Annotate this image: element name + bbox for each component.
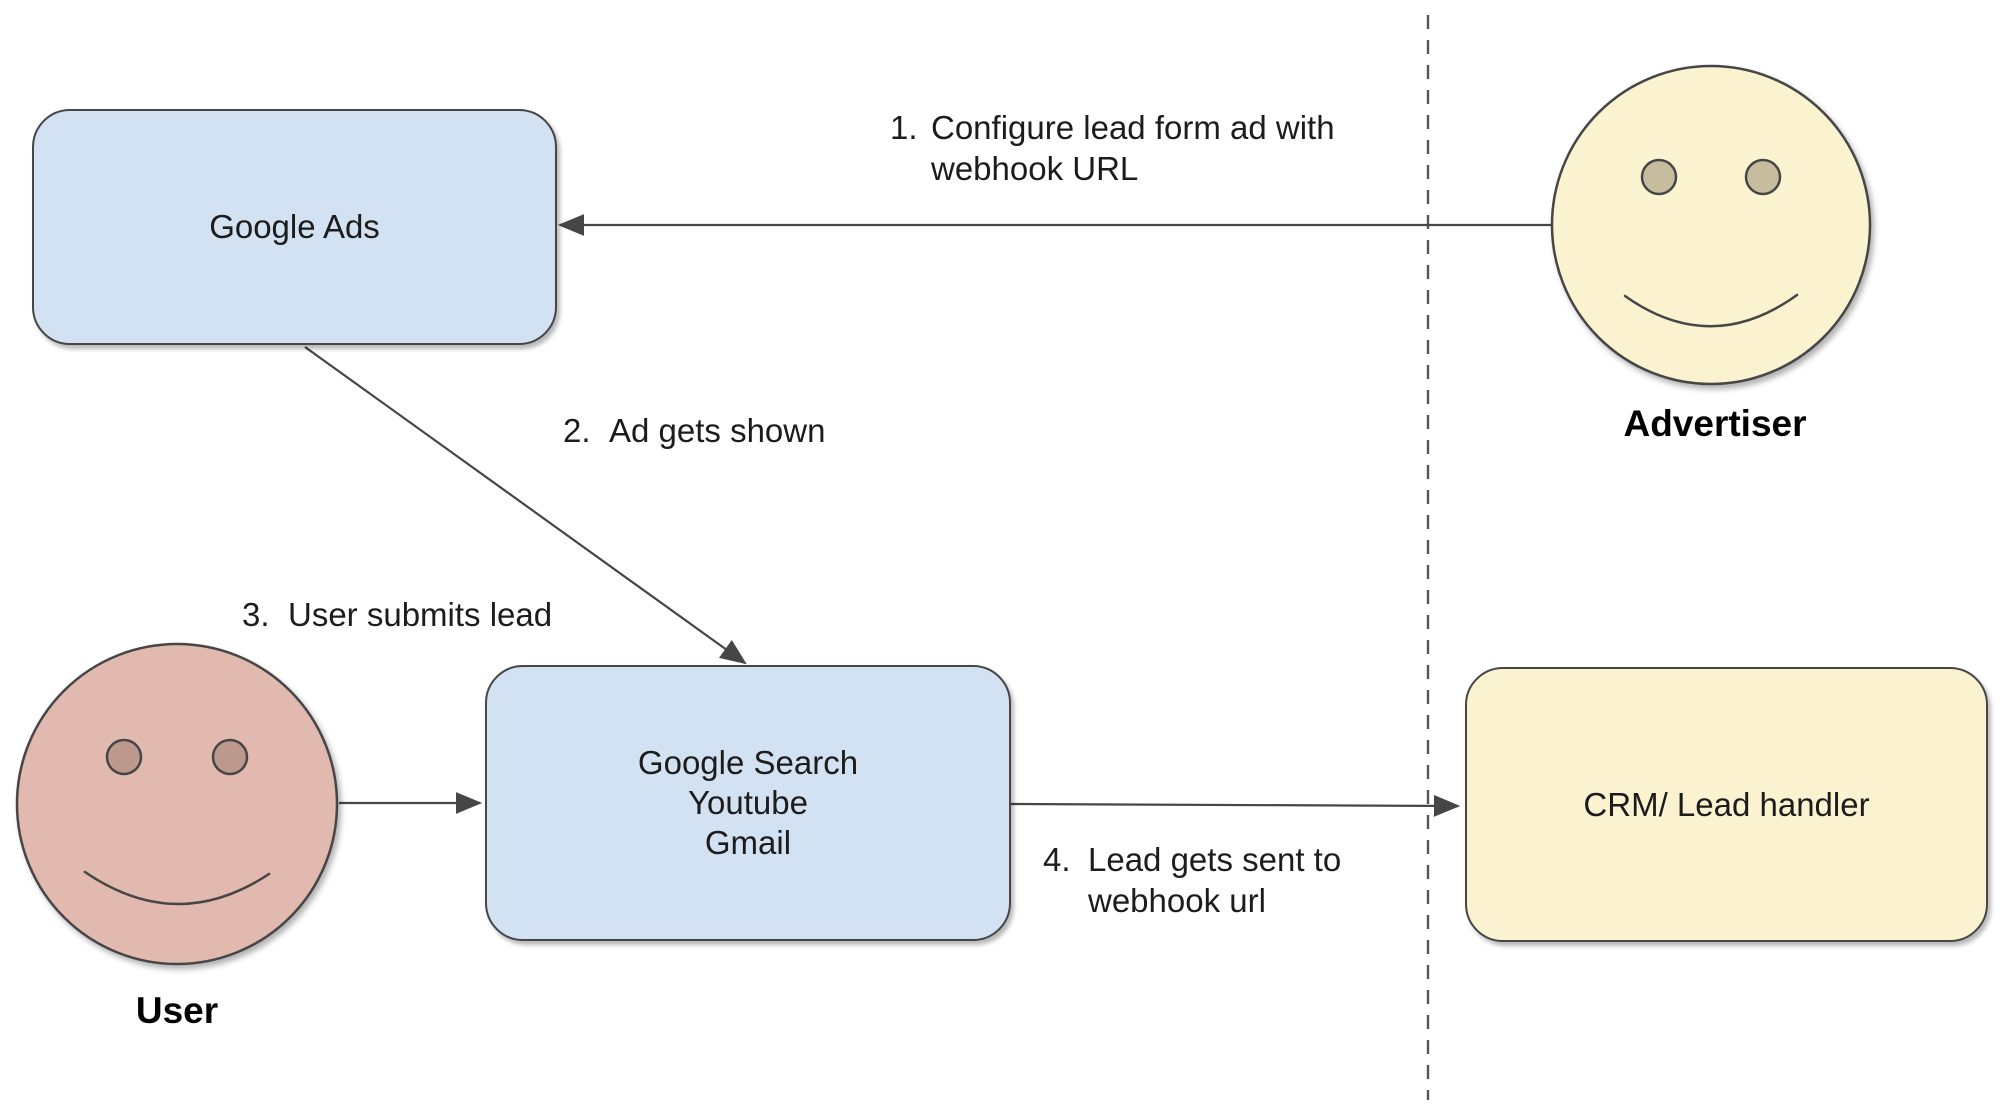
step1-number: 1. bbox=[890, 109, 918, 146]
step4-text-line1: Lead gets sent to bbox=[1088, 841, 1342, 878]
step4-text: Lead gets sent to webhook url bbox=[1088, 839, 1341, 921]
step3-label: 3. User submits lead bbox=[242, 594, 552, 635]
step2-label: 2. Ad gets shown bbox=[563, 410, 825, 451]
google-ads-box: Google Ads bbox=[32, 109, 557, 345]
step2-number: 2. bbox=[563, 412, 591, 449]
crm-box-label: CRM/ Lead handler bbox=[1583, 785, 1870, 823]
channels-line-gmail: Gmail bbox=[704, 824, 792, 861]
step1-label: 1. Configure lead form ad with webhook U… bbox=[890, 107, 1335, 189]
advertiser-left-eye bbox=[1640, 158, 1678, 196]
advertiser-label: Advertiser bbox=[1623, 403, 1807, 444]
step4-number: 4. bbox=[1043, 841, 1071, 878]
user-face bbox=[15, 642, 339, 966]
step1-text-line1: Configure lead form ad with bbox=[931, 109, 1335, 146]
step1-text-line2: webhook URL bbox=[931, 150, 1139, 187]
crm-box: CRM/ Lead handler bbox=[1465, 667, 1988, 942]
arrow-lead-sent-to-webhook bbox=[1010, 794, 1461, 817]
step4-text-line2: webhook url bbox=[1088, 882, 1266, 919]
channels-line-google-search: Google Search bbox=[637, 744, 859, 781]
user-label: User bbox=[135, 990, 219, 1031]
advertiser-face-circle bbox=[1550, 64, 1872, 386]
channels-box: Google Search Youtube Gmail bbox=[485, 665, 1011, 941]
step4-label: 4. Lead gets sent to webhook url bbox=[1043, 839, 1341, 921]
step2-text: Ad gets shown bbox=[609, 412, 826, 449]
arrow-ad-gets-shown bbox=[304, 346, 747, 665]
user-smile bbox=[83, 870, 271, 906]
user-left-eye bbox=[105, 738, 143, 776]
channels-line-youtube: Youtube bbox=[688, 784, 808, 821]
advertiser-smile bbox=[1623, 293, 1799, 328]
step3-number: 3. bbox=[242, 596, 270, 633]
step1-text: Configure lead form ad with webhook URL bbox=[931, 107, 1335, 189]
step3-text: User submits lead bbox=[288, 596, 553, 633]
channels-box-label: Google Search Youtube Gmail bbox=[638, 743, 858, 863]
user-face-circle bbox=[15, 642, 339, 966]
advertiser-face bbox=[1550, 64, 1872, 386]
advertiser-right-eye bbox=[1744, 158, 1782, 196]
user-right-eye bbox=[211, 738, 249, 776]
google-ads-box-label: Google Ads bbox=[209, 208, 380, 245]
